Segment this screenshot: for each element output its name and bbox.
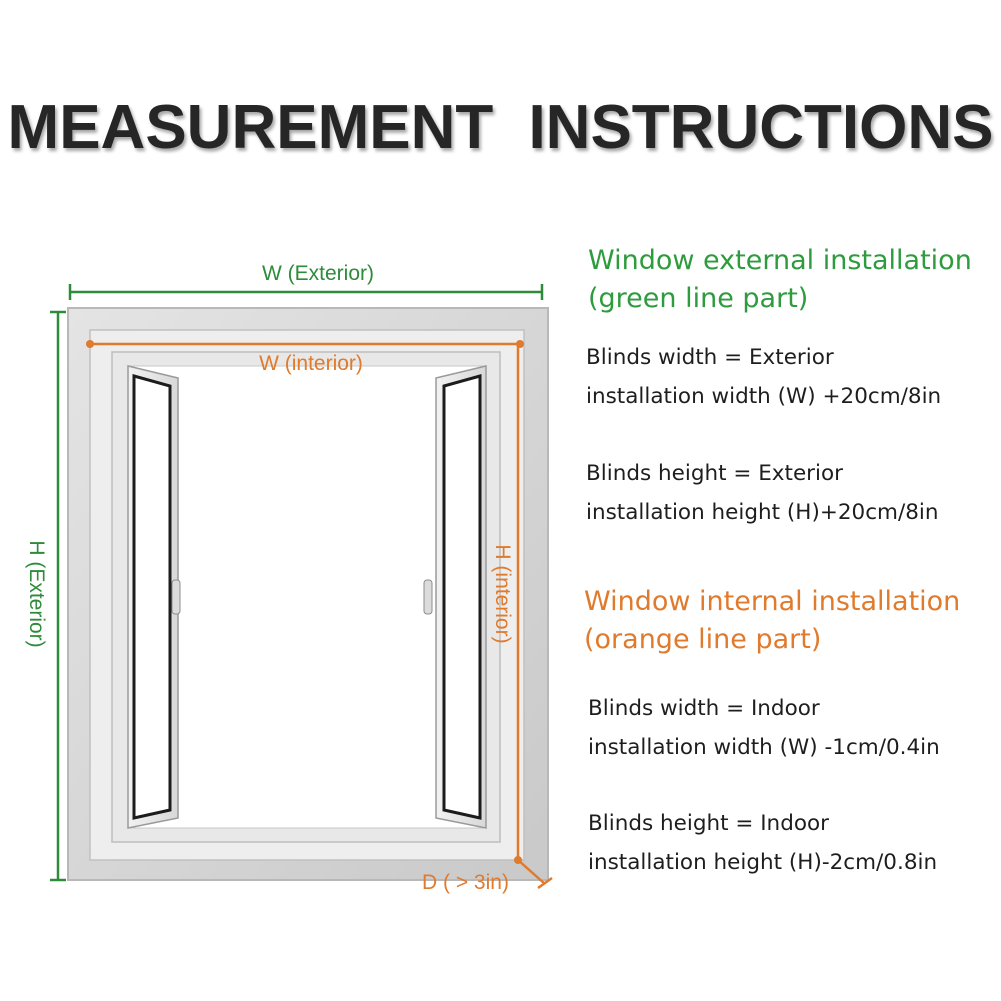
interior-height-label: H (interior) bbox=[491, 544, 514, 643]
external-heading-line1: Window external installation bbox=[588, 245, 972, 276]
external-installation-heading: Window external installation (green line… bbox=[588, 242, 972, 318]
internal-height-formula: Blinds height = Indoor installation heig… bbox=[588, 804, 937, 882]
external-heading-line2: (green line part) bbox=[588, 283, 809, 314]
left-window-sash bbox=[127, 365, 181, 829]
interior-width-end-left bbox=[86, 340, 94, 348]
external-height-formula: Blinds height = Exterior installation he… bbox=[586, 454, 939, 532]
internal-height-line1: Blinds height = Indoor bbox=[588, 811, 829, 836]
external-width-line1: Blinds width = Exterior bbox=[586, 345, 834, 370]
window-frame bbox=[67, 307, 549, 881]
exterior-width-label: W (Exterior) bbox=[262, 262, 374, 285]
interior-width-label: W (interior) bbox=[259, 352, 363, 375]
external-height-line2: installation height (H)+20cm/8in bbox=[586, 500, 939, 525]
internal-heading-line2: (orange line part) bbox=[584, 624, 822, 655]
external-width-line2: installation width (W) +20cm/8in bbox=[586, 384, 942, 409]
right-window-sash bbox=[423, 365, 487, 829]
depth-tick bbox=[537, 876, 553, 890]
internal-heading-line1: Window internal installation bbox=[584, 586, 961, 617]
exterior-height-label: H (Exterior) bbox=[25, 540, 48, 647]
depth-line bbox=[517, 859, 546, 885]
internal-installation-heading: Window internal installation (orange lin… bbox=[584, 583, 960, 659]
external-width-formula: Blinds width = Exterior installation wid… bbox=[586, 338, 941, 416]
internal-width-formula: Blinds width = Indoor installation width… bbox=[588, 689, 940, 767]
left-handle-icon bbox=[171, 579, 181, 615]
page-title: MEASUREMENT INSTRUCTIONS bbox=[7, 93, 994, 162]
internal-width-line1: Blinds width = Indoor bbox=[588, 696, 820, 721]
depth-label: D ( > 3in) bbox=[422, 871, 509, 894]
internal-width-line2: installation width (W) -1cm/0.4in bbox=[588, 735, 940, 760]
external-height-line1: Blinds height = Exterior bbox=[586, 461, 843, 486]
right-handle-icon bbox=[423, 579, 433, 615]
internal-height-line2: installation height (H)-2cm/0.8in bbox=[588, 850, 938, 875]
